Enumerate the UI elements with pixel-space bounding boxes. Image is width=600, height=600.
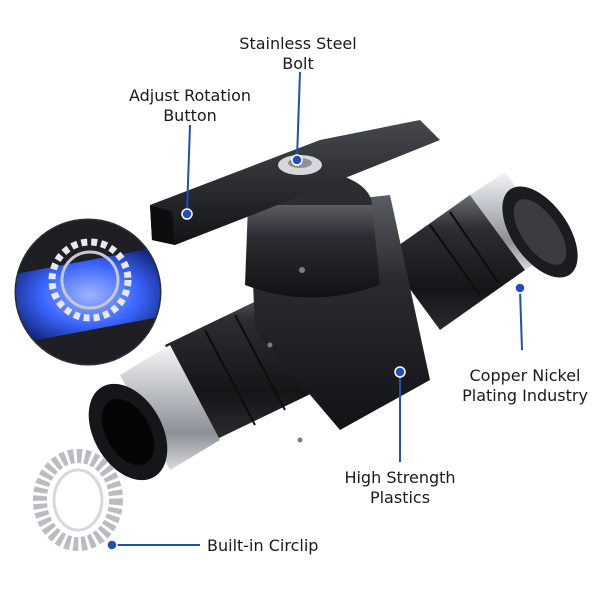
right-pipe [385,172,578,330]
rotation-handle [150,120,440,245]
label-line: Adjust Rotation [128,86,251,105]
label-line: Copper Nickel [469,366,581,385]
label-built-in-circlip: Built-in Circlip [207,536,318,556]
circlip-ring [33,449,123,551]
callout-lines [112,71,523,546]
valve-body [245,171,430,443]
callout-line-copper [519,289,523,351]
label-copper-nickel-plating: Copper Nickel Plating Industry [455,366,595,406]
label-stainless-steel-bolt: Stainless Steel Bolt [233,34,363,74]
label-line: Stainless Steel [239,34,357,53]
callout-line-button [186,124,191,213]
label-line: Plating Industry [462,386,588,405]
callout-dot-bolt [291,154,303,166]
callout-dots [106,154,526,551]
label-line: Built-in Circlip [207,536,319,555]
callout-dot-copper [514,282,526,294]
label-line: Bolt [282,54,314,73]
callout-dot-circlip [106,539,118,551]
label-line: High Strength [344,468,456,487]
callout-dot-button [181,208,193,220]
label-line: Plastics [369,488,431,507]
label-adjust-rotation-button: Adjust Rotation Button [120,86,260,126]
inset-magnifier [14,218,162,366]
label-line: Button [163,106,217,125]
callout-dot-plastics [394,366,406,378]
callout-line-bolt [296,71,301,159]
label-high-strength-plastics: High Strength Plastics [335,468,465,508]
